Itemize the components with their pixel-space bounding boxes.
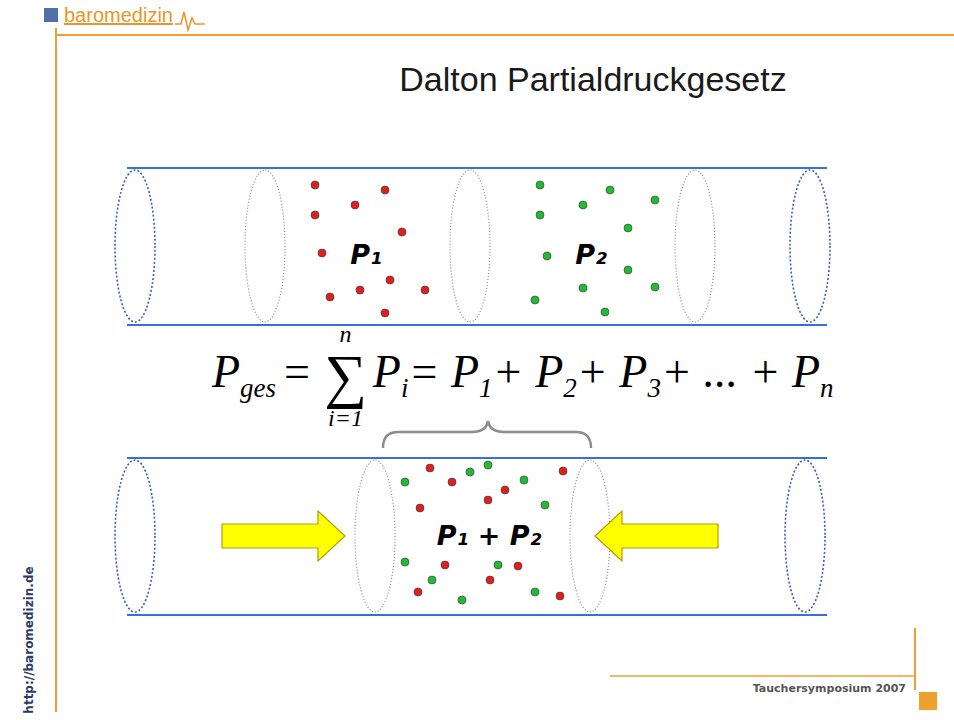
piston <box>675 170 715 322</box>
curly-brace <box>383 421 591 448</box>
pressure-label: P₁ <box>350 240 382 270</box>
formula: Pges=n∑i=1Pi= P1+ P2+ P3+ ... + Pn <box>212 322 834 430</box>
url-text: http://baromedizin.de <box>23 566 36 713</box>
gas-molecule-red <box>559 467 567 475</box>
gas-molecule-green <box>543 252 551 260</box>
footer-rule <box>914 628 916 690</box>
gas-molecule-red <box>351 201 359 209</box>
sum-limit: i=1 <box>324 406 367 430</box>
compression-arrow <box>595 511 718 561</box>
gas-molecule-red <box>381 309 389 317</box>
slide-title: Dalton Partialdruckgesetz <box>399 61 786 98</box>
footer-text: Tauchersymposium 2007 <box>753 683 906 695</box>
gas-molecule-green <box>536 181 544 189</box>
gas-molecule-green <box>651 283 659 291</box>
formula-symbol: P <box>212 346 240 397</box>
compression-arrow <box>222 511 345 561</box>
footer-square <box>919 692 937 710</box>
gas-molecule-red <box>386 276 394 284</box>
formula-subscript: 1 <box>479 373 493 403</box>
formula-symbol: + ... + P <box>661 346 820 397</box>
cylinder-end <box>790 170 830 322</box>
gas-molecule-green <box>531 296 539 304</box>
gas-molecule-red <box>484 496 492 504</box>
gas-molecule-green <box>541 501 549 509</box>
pressure-label: P₁ + P₂ <box>437 521 542 551</box>
piston <box>450 170 490 322</box>
cylinder-end <box>785 460 825 612</box>
cylinder-end <box>115 460 155 612</box>
gas-molecule-red <box>318 249 326 257</box>
formula-operator: = <box>276 346 318 397</box>
gas-molecule-red <box>311 211 319 219</box>
logo-text: baromedizin <box>64 4 173 26</box>
gas-molecule-green <box>606 186 614 194</box>
formula-symbol: = P <box>408 346 479 397</box>
formula-symbol: + P <box>577 346 648 397</box>
sum-sign: ∑ <box>324 346 367 406</box>
gas-molecule-green <box>428 576 436 584</box>
footer-rule <box>610 675 915 677</box>
summation: n∑i=1 <box>324 322 367 430</box>
gas-molecule-green <box>579 284 587 292</box>
gas-molecule-red <box>398 228 406 236</box>
formula-symbol: P <box>373 346 401 397</box>
formula-symbol: + P <box>493 346 564 397</box>
sum-limit: n <box>324 322 367 346</box>
gas-molecule-green <box>484 461 492 469</box>
gas-molecule-red <box>311 181 319 189</box>
gas-molecule-red <box>356 286 364 294</box>
formula-subscript: n <box>820 373 834 403</box>
side-rule <box>55 28 57 712</box>
cylinder-wall <box>127 457 827 459</box>
gas-molecule-green <box>601 308 609 316</box>
logo-wave <box>175 12 205 30</box>
piston <box>355 460 395 612</box>
formula-subscript: i <box>401 373 409 403</box>
header-rule <box>56 34 954 36</box>
gas-molecule-red <box>421 286 429 294</box>
gas-molecule-green <box>520 476 528 484</box>
logo-square <box>44 8 58 22</box>
gas-molecule-green <box>466 468 474 476</box>
cylinder-wall <box>127 614 827 616</box>
piston <box>245 170 285 322</box>
gas-molecule-green <box>624 224 632 232</box>
gas-molecule-green <box>401 558 409 566</box>
gas-molecule-green <box>458 596 466 604</box>
gas-molecule-green <box>494 561 502 569</box>
gas-molecule-red <box>326 293 334 301</box>
gas-molecule-red <box>448 478 456 486</box>
gas-molecule-red <box>486 576 494 584</box>
gas-molecule-green <box>579 201 587 209</box>
gas-molecule-red <box>414 588 422 596</box>
cylinder-end <box>115 170 155 322</box>
gas-molecule-green <box>624 266 632 274</box>
gas-molecule-red <box>501 486 509 494</box>
gas-molecule-red <box>416 504 424 512</box>
gas-molecule-red <box>381 186 389 194</box>
formula-subscript: ges <box>240 373 276 403</box>
gas-molecule-red <box>426 464 434 472</box>
gas-molecule-red <box>556 592 564 600</box>
formula-subscript: 3 <box>647 373 661 403</box>
gas-molecule-green <box>531 588 539 596</box>
gas-molecule-red <box>514 562 522 570</box>
cylinder-wall <box>127 167 827 169</box>
gas-molecule-red <box>441 561 449 569</box>
formula-subscript: 2 <box>563 373 577 403</box>
gas-molecule-green <box>651 196 659 204</box>
cylinder-wall <box>127 324 827 326</box>
pressure-label: P₂ <box>575 240 607 270</box>
gas-molecule-green <box>536 211 544 219</box>
gas-molecule-green <box>401 478 409 486</box>
